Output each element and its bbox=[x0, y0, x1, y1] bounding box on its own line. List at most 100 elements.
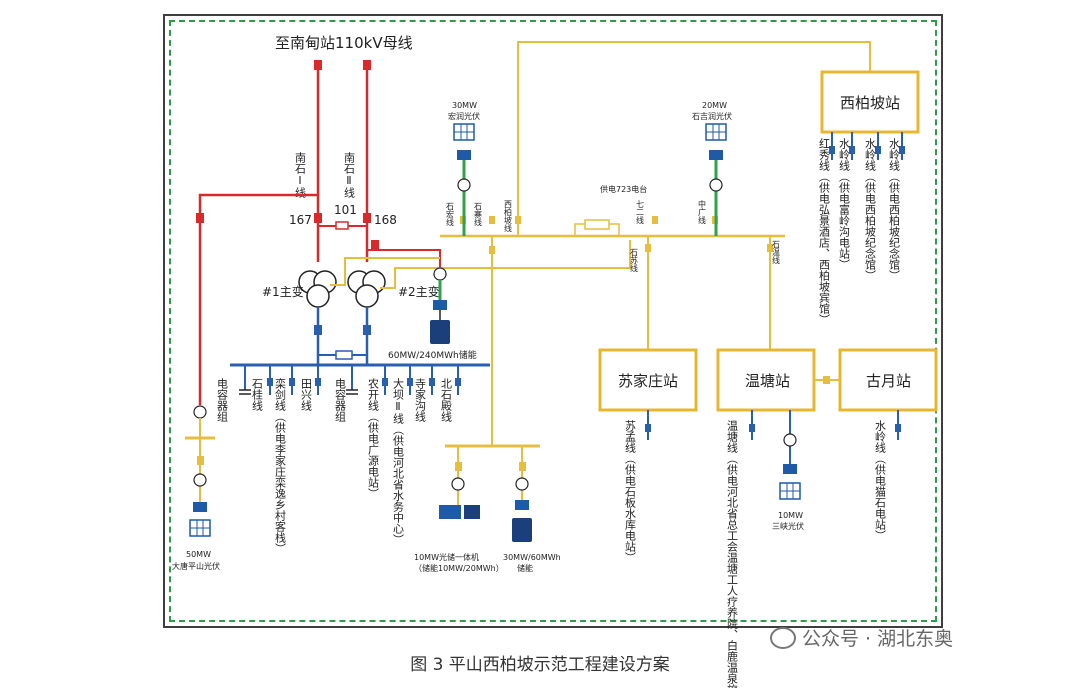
station-guyue-label: 古月站 bbox=[866, 372, 911, 390]
pvs10-breaker bbox=[455, 462, 462, 471]
guyue-feeder-label: 水岭线（供电猫石电站） bbox=[874, 420, 887, 541]
breaker-left bbox=[196, 213, 204, 223]
feeder-xibaipo: 西柏坡线 bbox=[504, 200, 513, 232]
sujiazhuang-breaker bbox=[645, 424, 651, 432]
storage30-breaker bbox=[519, 462, 526, 471]
pv50-tx-icon bbox=[193, 405, 207, 419]
line-nanshi1-label: 南石Ⅰ线 bbox=[294, 152, 307, 198]
breaker-top-1 bbox=[314, 60, 322, 70]
bus-110kv-label: 至南甸站110kV母线 bbox=[275, 34, 413, 52]
tie-switch bbox=[584, 219, 610, 230]
wentang-guyue-breaker bbox=[823, 376, 830, 384]
tx-tertiary-2 bbox=[380, 240, 631, 289]
pv10-name: 三峡光伏 bbox=[772, 521, 804, 531]
xibaipo-feeder-2: 水岭线（供电西柏坡纪念馆） bbox=[864, 138, 877, 281]
transformer-2-icon bbox=[347, 270, 386, 308]
storage60-battery-icon bbox=[430, 320, 450, 344]
wechat-icon bbox=[770, 626, 796, 649]
storage30-line2: 储能 bbox=[517, 563, 533, 573]
pv30-capacity: 30MW bbox=[452, 101, 477, 110]
station-sujiazhuang bbox=[598, 348, 698, 412]
breaker-101-label: 101 bbox=[334, 203, 357, 217]
pv20-solar-panel-icon bbox=[705, 123, 727, 141]
breaker-168 bbox=[363, 213, 371, 223]
xibaipo-feeders bbox=[829, 132, 905, 160]
breaker-top-2 bbox=[363, 60, 371, 70]
station-xibaipo-label: 西柏坡站 bbox=[840, 94, 900, 112]
pvs10-line2: （储能10MW/20MWh） bbox=[414, 563, 504, 573]
pv30-name: 宏润光伏 bbox=[448, 111, 480, 121]
pv50-breaker bbox=[197, 456, 204, 465]
wentang-feeder-label: 温塘线（供电河北省总工会温塘工人疗养院、白鹿温泉旅游） bbox=[726, 420, 739, 688]
pvs10-tx-icon bbox=[451, 477, 465, 491]
feeder-zhongguang: 中广线 bbox=[698, 199, 707, 224]
storage60-tx-icon bbox=[433, 267, 447, 281]
line-to-pv50 bbox=[198, 193, 318, 405]
storage60-pcs-icon bbox=[433, 300, 447, 310]
xibaipo-feeder-0: 红秀线（供电弘景酒店、西柏坡宾馆） bbox=[818, 138, 831, 325]
transformer-1-icon bbox=[298, 270, 337, 308]
breaker-167-label: 167 bbox=[289, 213, 312, 227]
pv50-inverter-icon bbox=[193, 502, 207, 512]
breaker-storage-red bbox=[371, 240, 379, 250]
feeder-shiwen: 石温线 bbox=[772, 240, 781, 264]
pv30-inverter-icon bbox=[457, 150, 471, 160]
station-xibaipo bbox=[820, 70, 920, 134]
feeder-label-0: 电容器组 bbox=[216, 378, 229, 422]
line-to-xibaipo bbox=[517, 41, 871, 236]
feeder-label-7: 寺家沟线 bbox=[414, 378, 427, 422]
pvs10-solar-icon bbox=[439, 505, 461, 519]
sujiazhuang-feeder-label: 苏孟线（供电石板水库电站） bbox=[624, 420, 637, 563]
pv30-tx-icon bbox=[457, 178, 471, 192]
feeders-10kv bbox=[239, 365, 461, 395]
wentang-breaker bbox=[749, 424, 755, 432]
tx1-breaker bbox=[314, 325, 322, 335]
pv30-solar-panel-icon bbox=[453, 123, 475, 141]
line-to-storage60 bbox=[367, 249, 441, 272]
tie-r bbox=[609, 223, 620, 236]
pv20-tx-icon bbox=[709, 178, 723, 192]
feeder-label-1: 石桂线 bbox=[251, 378, 264, 411]
tie-l bbox=[574, 223, 585, 236]
xibaipo-feeder-1: 水岭线（供电富岭沟电站） bbox=[838, 138, 851, 270]
pv50-solar-panel-icon bbox=[189, 519, 211, 537]
line-nanshi2-label: 南石Ⅱ线 bbox=[343, 152, 356, 198]
storage30-tx-icon bbox=[515, 477, 529, 491]
watermark: 公众号 · 湖北东奥 bbox=[770, 624, 953, 651]
figure-caption: 图 3 平山西柏坡示范工程建设方案 bbox=[410, 655, 670, 675]
feeder-qier: 七二线 bbox=[636, 200, 645, 224]
pv50-name: 大唐平山光伏 bbox=[172, 561, 220, 571]
feeder-label-6: 大坝Ⅱ线（供电河北省水务中心） bbox=[392, 377, 405, 545]
station-guyue bbox=[838, 348, 938, 412]
guyue-breaker bbox=[895, 424, 901, 432]
pv20-capacity: 20MW bbox=[702, 101, 727, 110]
feeder-label-3: 田兴线 bbox=[300, 378, 313, 411]
storage30-pcs-icon bbox=[515, 500, 529, 510]
pvs10-line1: 10MW光储一体机 bbox=[414, 552, 479, 562]
station-wentang-label: 温塘站 bbox=[745, 372, 790, 390]
watermark-text: 公众号 · 湖北东奥 bbox=[802, 628, 954, 650]
bus-tie bbox=[335, 350, 353, 360]
feeder-label-8: 北石殿线 bbox=[440, 378, 453, 422]
pv10-tx-icon bbox=[783, 433, 797, 447]
feeder-shizhai: 石寨线 bbox=[474, 202, 483, 226]
pv10-solar-panel-icon bbox=[779, 482, 801, 500]
breaker-101 bbox=[335, 221, 349, 230]
feeder-label-4: 电容器组 bbox=[334, 378, 347, 422]
pv10-capacity: 10MW bbox=[778, 511, 803, 520]
pv20-name: 石吉润光伏 bbox=[692, 111, 732, 121]
diagram-frame-dashed bbox=[169, 20, 937, 622]
feeder-label-2: 栾剑线（供电李家庄栾逸乡村客栈） bbox=[274, 377, 287, 554]
diagram-frame bbox=[163, 14, 943, 628]
pv50-capacity: 50MW bbox=[186, 550, 211, 559]
breaker-167 bbox=[314, 213, 322, 223]
xibaipo-feeder-3: 水岭线（供电西柏坡纪念馆） bbox=[888, 138, 901, 281]
station-sujiazhuang-label: 苏家庄站 bbox=[618, 372, 678, 390]
transformer-2-label: #2主变 bbox=[398, 284, 440, 299]
pvs10-battery-icon bbox=[464, 505, 480, 519]
storage60-label: 60MW/240MWh储能 bbox=[388, 349, 477, 361]
supply-station-label: 供电723电台 bbox=[600, 184, 647, 194]
tx2-breaker bbox=[363, 325, 371, 335]
breaker-168-label: 168 bbox=[374, 213, 397, 227]
feeder-shisu: 石苏线 bbox=[630, 248, 639, 272]
